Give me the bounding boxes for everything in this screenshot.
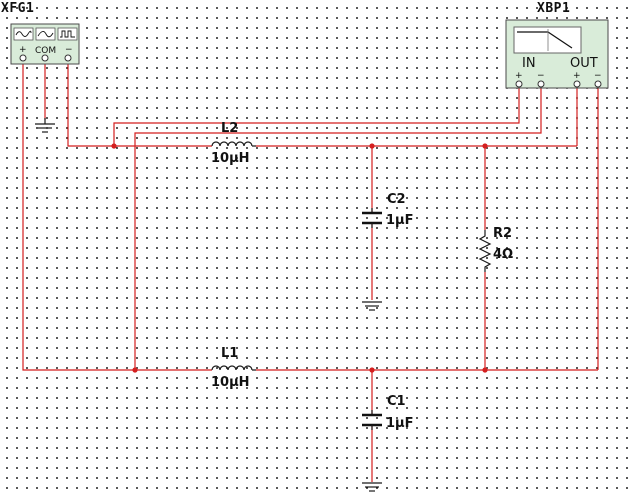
terminal-pin[interactable]	[41, 54, 49, 62]
l1-ref-label: L1	[221, 346, 238, 361]
terminal-pin[interactable]	[515, 80, 523, 88]
xbp1-out-label: OUT	[570, 56, 598, 71]
square-wave-icon	[57, 27, 78, 41]
xfg1-label: XFG1	[1, 1, 34, 16]
xbp1-out-plus-label: +	[573, 71, 581, 81]
inductor-icon	[211, 141, 256, 147]
ground-icon	[362, 482, 382, 492]
xbp1-in-plus-label: +	[515, 71, 523, 81]
l1-value-label: 10µH	[211, 375, 250, 390]
xbp1-in-minus-label: −	[537, 71, 545, 81]
bode-plot-icon	[513, 26, 582, 54]
ground-icon	[362, 301, 382, 311]
terminal-pin[interactable]	[537, 80, 545, 88]
c1-value-label: 1µF	[386, 416, 414, 431]
junction-dot	[369, 367, 375, 373]
xfg1-terminal-plus-label: +	[19, 45, 27, 55]
inductor-icon	[211, 365, 256, 371]
wire-bode-in-plus[interactable]	[113, 86, 520, 146]
terminal-pin[interactable]	[573, 80, 581, 88]
junction-dot	[482, 143, 488, 149]
l2-value-label: 10µH	[211, 151, 250, 166]
junction-dot	[482, 367, 488, 373]
resistor-icon	[478, 230, 492, 272]
bode-plotter-xbp1[interactable]: XBP1 IN OUT + − + −	[505, 1, 609, 89]
wire-xfg-minus[interactable]	[67, 60, 212, 147]
inductor-l2[interactable]: L2 10µH	[211, 121, 256, 166]
c1-ref-label: C1	[387, 394, 406, 409]
triangle-wave-icon	[35, 27, 56, 41]
inductor-l1[interactable]: L1 10µH	[211, 346, 256, 390]
r2-value-label: 4Ω	[493, 247, 513, 262]
capacitor-c2[interactable]: C2 1µF	[362, 192, 414, 228]
terminal-pin[interactable]	[19, 54, 27, 62]
wire-xfg-plus[interactable]	[22, 60, 212, 371]
junction-dot	[132, 367, 138, 373]
capacitor-icon	[362, 208, 382, 228]
xbp1-label: XBP1	[537, 1, 570, 16]
xfg1-terminals	[19, 54, 72, 62]
xfg1-terminal-minus-label: −	[65, 45, 73, 55]
terminal-pin[interactable]	[64, 54, 72, 62]
c2-value-label: 1µF	[386, 213, 414, 228]
wires	[22, 60, 599, 482]
wire-bode-in-minus[interactable]	[134, 86, 542, 370]
junctions	[111, 143, 488, 373]
junction-dot	[369, 143, 375, 149]
resistor-r2[interactable]: R2 4Ω	[478, 226, 513, 272]
xbp1-in-label: IN	[522, 56, 536, 71]
r2-ref-label: R2	[493, 226, 512, 241]
capacitor-c1[interactable]: C1 1µF	[362, 394, 414, 431]
xfg1-terminal-com-label: COM	[35, 46, 56, 56]
c2-ref-label: C2	[387, 192, 406, 207]
ground-icon	[35, 118, 55, 133]
l2-ref-label: L2	[221, 121, 238, 136]
capacitor-icon	[362, 410, 382, 430]
junction-dot	[111, 143, 117, 149]
xbp1-terminals	[515, 80, 602, 88]
terminal-pin[interactable]	[594, 80, 602, 88]
xbp1-out-minus-label: −	[594, 71, 602, 81]
sine-wave-icon	[13, 27, 34, 41]
function-generator-xfg1[interactable]: XFG1 + COM −	[1, 1, 80, 65]
